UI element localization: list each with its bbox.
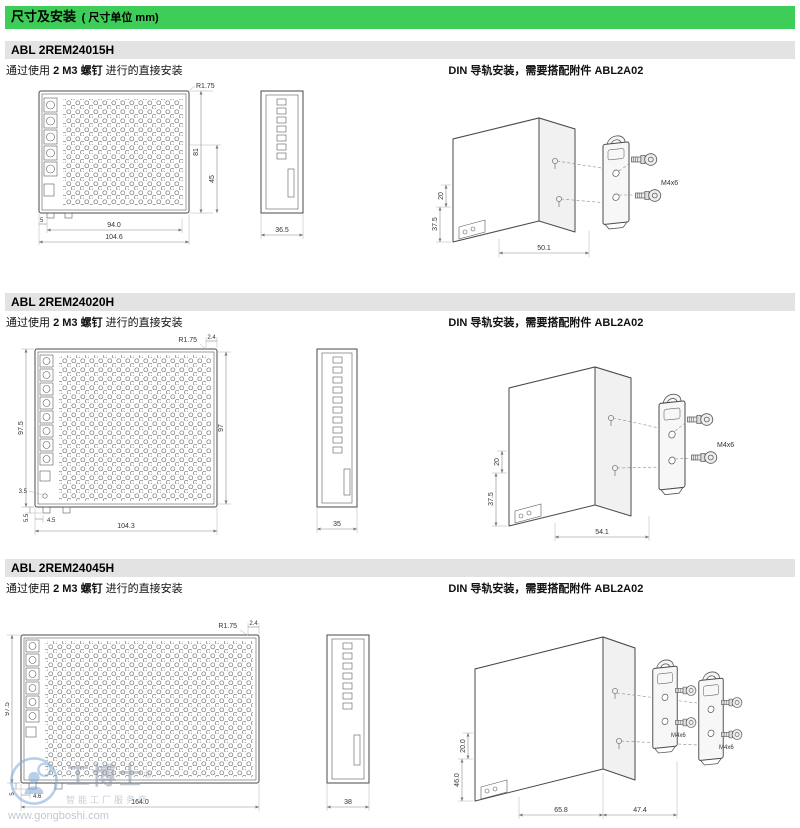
section-abl2rem24020h: ABL 2REM24020H 通过使用 2 M3 螺钉 进行的直接安装 DIN … xyxy=(5,293,795,553)
dim-depth-to-rail: 54.1 xyxy=(595,529,609,536)
model-header: ABL 2REM24015H xyxy=(5,41,795,59)
drawing-abl2rem24045h: R1.75 2.4 97.5 5 xyxy=(5,597,795,828)
mounting-captions: 通过使用 2 M3 螺钉 进行的直接安装 DIN 导轨安装，需要搭配附件 ABL… xyxy=(5,582,795,596)
vent-holes xyxy=(45,641,253,777)
dim-screw-spec: M4x6 xyxy=(719,745,734,751)
dim-top-offset: 20 xyxy=(438,192,445,200)
page-title: 尺寸及安装 xyxy=(11,9,77,24)
din-adapter xyxy=(602,134,630,231)
dim-rail-offset: 46.0 xyxy=(454,773,461,787)
caption-din-mounting: DIN 导轨安装，需要搭配附件 ABL2A02 xyxy=(448,317,644,329)
m4-screw xyxy=(687,413,714,426)
dim-depth-to-rail: 50.1 xyxy=(537,245,551,252)
dim-notch: 4.5 xyxy=(47,518,56,524)
front-view: R1.75 2.4 97.5 5 xyxy=(5,621,260,811)
dim-depth-b: 47.4 xyxy=(633,807,647,814)
m4-screw xyxy=(675,717,697,728)
dim-depth: 35 xyxy=(333,521,341,528)
dim-screw-spec: M4x6 xyxy=(661,180,678,187)
dim-corner-radius: R1.75 xyxy=(218,623,237,630)
iso-view: M4x6 20 37.5 54.1 xyxy=(488,366,734,541)
iso-view: M4x6 M4x6 20.0 46.0 xyxy=(454,636,743,819)
dim-width-total: 104.6 xyxy=(105,234,123,241)
mounting-captions: 通过使用 2 M3 螺钉 进行的直接安装 DIN 导轨安装，需要搭配附件 ABL… xyxy=(5,316,795,330)
iso-view: M4x6 20 37.5 50.1 xyxy=(432,117,678,257)
dim-screw-spec: M4x6 xyxy=(717,442,734,449)
caption-direct-mounting: 通过使用 2 M3 螺钉 进行的直接安装 xyxy=(6,317,183,329)
front-view: R1.75 2.4 97.5 97 3.5 xyxy=(18,335,231,535)
drawing-abl2rem24015h: R1.75 81 45 5 94.0 xyxy=(5,79,795,287)
terminal-block xyxy=(25,639,40,738)
side-view: 35 xyxy=(316,348,358,533)
dim-rail-offset: 37.5 xyxy=(432,217,439,231)
vent-holes xyxy=(63,99,183,205)
section-abl2rem24045h: ABL 2REM24045H 通过使用 2 M3 螺钉 进行的直接安装 DIN … xyxy=(5,559,795,828)
dim-top-offset: 20.0 xyxy=(460,739,467,753)
dim-corner-radius: R1.75 xyxy=(196,83,215,90)
m4-screw xyxy=(721,697,743,708)
dim-width-total: 164.0 xyxy=(131,799,149,806)
model-name: ABL 2REM24045H xyxy=(11,561,115,575)
model-header: ABL 2REM24045H xyxy=(5,559,795,577)
dim-height-right: 97 xyxy=(218,424,225,432)
dim-height-left: 97.5 xyxy=(5,702,11,716)
page-title-bar: 尺寸及安装 ( 尺寸单位 mm) xyxy=(5,6,795,29)
dim-notch: 5 xyxy=(40,218,44,224)
m4-screw xyxy=(631,153,658,166)
dim-hole: 3.5 xyxy=(19,489,28,495)
dim-depth-a: 65.8 xyxy=(554,807,568,814)
caption-direct-mounting: 通过使用 2 M3 螺钉 进行的直接安装 xyxy=(6,65,183,77)
dim-corner-radius: R1.75 xyxy=(178,337,197,344)
dim-height-left: 97.5 xyxy=(18,421,25,435)
dim-height-sub: 45 xyxy=(209,175,216,183)
din-adapter xyxy=(652,658,678,755)
model-name: ABL 2REM24020H xyxy=(11,295,115,309)
mounting-captions: 通过使用 2 M3 螺钉 进行的直接安装 DIN 导轨安装，需要搭配附件 ABL… xyxy=(5,64,795,78)
terminal-block xyxy=(39,354,54,482)
din-adapter xyxy=(658,392,686,496)
m4-screw xyxy=(675,685,697,696)
dim-depth: 38 xyxy=(344,799,352,806)
model-name: ABL 2REM24015H xyxy=(11,43,115,57)
front-view: R1.75 81 45 5 94.0 xyxy=(38,83,221,245)
terminal-block xyxy=(43,97,58,197)
caption-din-mounting: DIN 导轨安装，需要搭配附件 ABL2A02 xyxy=(448,583,644,595)
section-abl2rem24015h: ABL 2REM24015H 通过使用 2 M3 螺钉 进行的直接安装 DIN … xyxy=(5,41,795,287)
dim-foot: 5.5 xyxy=(24,513,30,522)
dim-chamfer: 2.4 xyxy=(207,335,216,341)
caption-direct-mounting: 通过使用 2 M3 螺钉 进行的直接安装 xyxy=(6,583,183,595)
caption-din-mounting: DIN 导轨安装，需要搭配附件 ABL2A02 xyxy=(448,65,644,77)
drawing-abl2rem24020h: R1.75 2.4 97.5 97 3.5 xyxy=(5,331,795,553)
dim-rail-offset: 37.5 xyxy=(488,492,495,506)
dim-width-total: 104.3 xyxy=(117,523,135,530)
din-adapter xyxy=(698,670,724,767)
m4-screw xyxy=(691,451,718,464)
m4-screw xyxy=(635,189,662,202)
dim-width-inner: 94.0 xyxy=(107,222,121,229)
dim-depth: 36.5 xyxy=(275,227,289,234)
dim-notch: 4.6 xyxy=(33,794,42,800)
dim-chamfer: 2.4 xyxy=(249,621,258,627)
dim-screw-spec: M4x6 xyxy=(671,733,686,739)
dim-height-total: 81 xyxy=(193,148,200,156)
unit-note: ( 尺寸单位 mm) xyxy=(81,12,159,24)
side-view: 38 xyxy=(326,634,370,811)
dim-foot: 5 xyxy=(10,792,16,796)
side-view: 36.5 xyxy=(260,90,304,239)
m4-screw xyxy=(721,729,743,740)
model-header: ABL 2REM24020H xyxy=(5,293,795,311)
vent-holes xyxy=(59,355,211,501)
dim-top-offset: 20 xyxy=(494,458,501,466)
